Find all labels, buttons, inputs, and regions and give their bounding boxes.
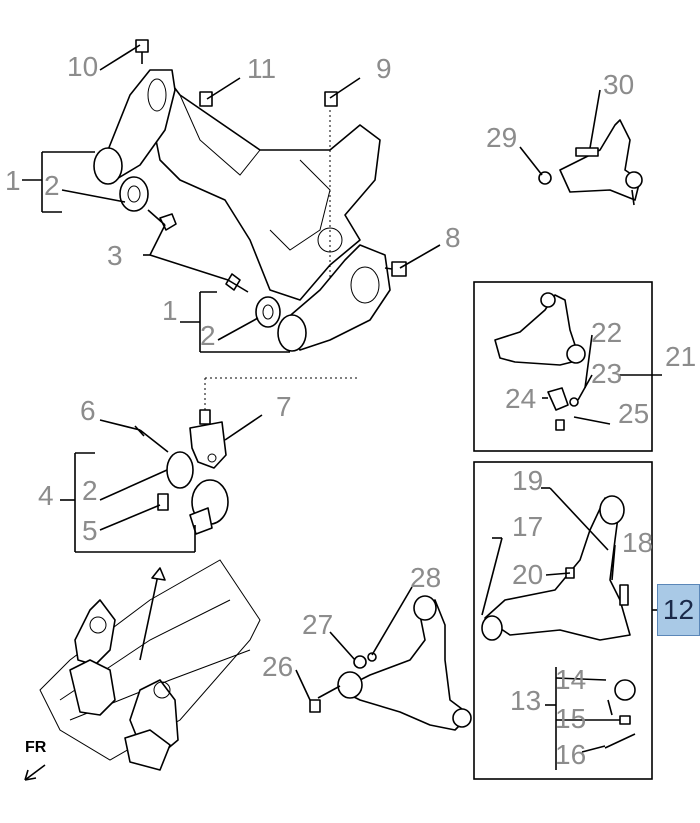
callout-16: 16 <box>555 739 586 770</box>
lower-arm-assembly <box>481 495 636 749</box>
callout-11: 11 <box>247 53 276 84</box>
front-label: FR <box>25 739 47 756</box>
callout-4: 4 <box>38 480 54 511</box>
callout-2-mid: 2 <box>200 320 216 351</box>
callout-8: 8 <box>445 222 461 253</box>
rear-subframe <box>149 74 381 301</box>
trailing-arm-upper <box>93 69 176 212</box>
diff-mount-bracket <box>134 409 229 535</box>
callout-2-low: 2 <box>82 475 98 506</box>
upper-arm-panel-frame <box>473 281 653 452</box>
callout-labels: 1 2 3 10 11 9 8 1 2 6 7 4 2 5 29 30 22 2… <box>5 51 696 770</box>
callout-1-top: 1 <box>5 165 21 196</box>
callout-14: 14 <box>555 664 586 695</box>
callout-25: 25 <box>618 398 649 429</box>
callout-23: 23 <box>591 358 622 389</box>
callout-26: 26 <box>262 651 293 682</box>
vehicle-overview-illustration <box>39 559 261 771</box>
callout-30: 30 <box>603 69 634 100</box>
front-direction-arrow: FR <box>24 739 47 781</box>
callout-20: 20 <box>512 559 543 590</box>
callout-10: 10 <box>67 51 98 82</box>
callout-17: 17 <box>512 511 543 542</box>
callout-18: 18 <box>622 527 653 558</box>
callout-13: 13 <box>510 685 541 716</box>
callout-6: 6 <box>80 395 96 426</box>
upper-wishbone-top <box>538 119 643 206</box>
callout-21: 21 <box>665 341 696 372</box>
callout-19: 19 <box>512 465 543 496</box>
callout-7: 7 <box>276 391 292 422</box>
callout-22: 22 <box>591 317 622 348</box>
callout-24: 24 <box>505 383 536 414</box>
callout-27: 27 <box>302 609 333 640</box>
callout-1-mid: 1 <box>162 295 178 326</box>
callout-3: 3 <box>107 240 123 271</box>
callout-2-top: 2 <box>44 170 60 201</box>
lower-arm-panel-frame <box>473 461 653 780</box>
upper-arm-assembly <box>494 292 586 431</box>
front-lower-arm <box>309 595 472 731</box>
callout-5: 5 <box>82 515 98 546</box>
section-badge[interactable]: 12 <box>657 584 700 636</box>
callout-9: 9 <box>376 53 392 84</box>
callout-28: 28 <box>410 562 441 593</box>
leader-lines <box>22 44 662 770</box>
trailing-arm-lower <box>255 244 391 352</box>
callout-29: 29 <box>486 122 517 153</box>
callout-15: 15 <box>555 703 586 734</box>
